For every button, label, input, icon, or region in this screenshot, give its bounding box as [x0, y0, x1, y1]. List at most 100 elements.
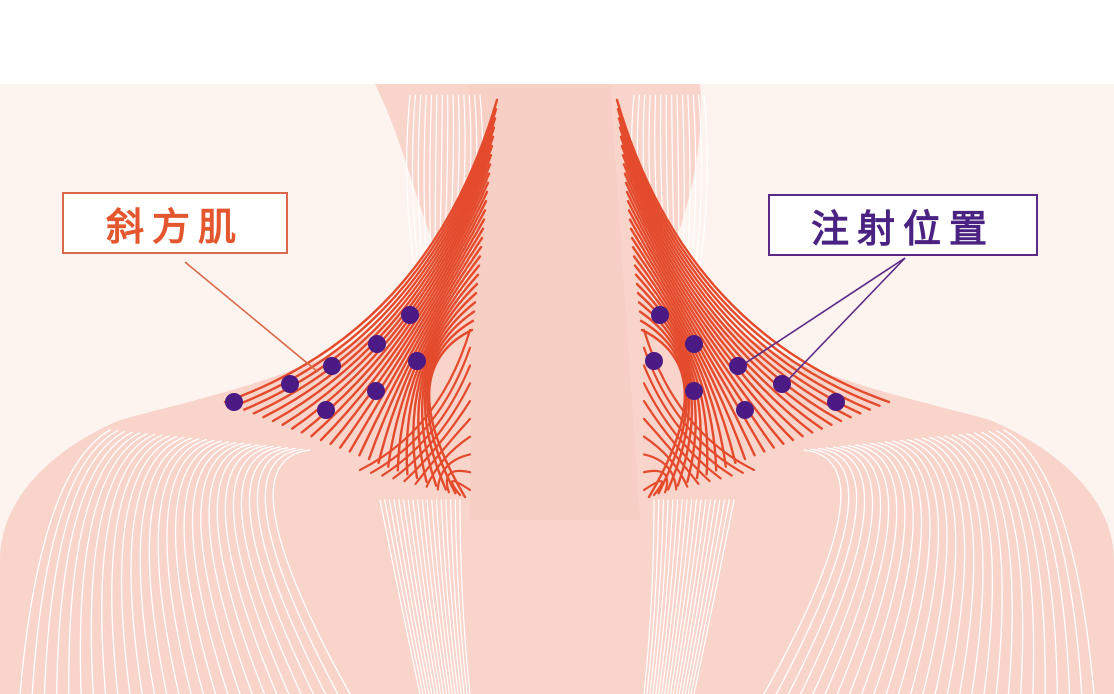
trapezius-fiber	[427, 328, 474, 499]
trapezius-fiber	[339, 209, 487, 449]
back-fiber	[646, 499, 660, 694]
trapezius-fiber	[319, 190, 489, 442]
shoulder-fiber	[884, 441, 931, 694]
shoulder-fiber	[775, 448, 850, 694]
trapezius-fiber	[618, 126, 862, 415]
shoulder-fiber	[981, 431, 1058, 694]
shoulder-fiber	[56, 431, 133, 694]
back-fiber	[379, 499, 421, 694]
trapezius-fiber	[223, 98, 499, 404]
back-fiber	[690, 499, 730, 694]
trapezius-fiber	[445, 469, 472, 494]
injection-point	[685, 382, 703, 400]
shoulder-fiber	[877, 441, 923, 694]
shoulder-fiber	[232, 445, 290, 694]
trapezius-fiber	[403, 400, 472, 483]
shoulder-fiber	[914, 438, 966, 694]
shoulder-fiber	[174, 440, 222, 694]
back-fiber	[445, 499, 462, 694]
injection-label: 注射位置	[768, 194, 1038, 256]
back-fiber	[402, 499, 436, 694]
trapezius-fiber	[262, 135, 495, 419]
shoulder-fiber	[944, 435, 1003, 694]
shoulder-fiber	[256, 447, 327, 694]
injection-point	[645, 352, 663, 370]
back-fiber	[675, 499, 707, 694]
injection-leader-line-2	[785, 257, 906, 383]
trapezius-fiber	[367, 236, 484, 461]
shoulder-fiber	[988, 430, 1071, 694]
shoulder-fiber	[824, 445, 882, 694]
shoulder-fiber	[101, 434, 163, 694]
trapezius-fiber	[622, 163, 823, 430]
shoulder-fiber	[208, 443, 253, 694]
trapezius-fiber	[329, 200, 488, 445]
shoulder-fiber	[79, 433, 148, 694]
shoulder-fiber	[929, 436, 984, 694]
back-fiber	[672, 499, 702, 694]
trapezius-fiber	[381, 364, 472, 477]
trapezius-fiber	[642, 435, 689, 488]
trapezius-fiber	[631, 246, 737, 464]
shoulder-fiber	[157, 438, 207, 694]
trapezius-fiber	[642, 364, 733, 477]
back-fiber	[440, 499, 459, 694]
back-fiber	[678, 499, 712, 694]
trapezius-fiber	[392, 382, 472, 480]
shoulder-fiber	[861, 443, 906, 694]
shoulder-fiber	[19, 429, 111, 694]
back-fiber	[407, 499, 439, 694]
back-fiber	[693, 499, 735, 694]
shoulder-fiber	[191, 441, 237, 694]
back-fiber	[388, 499, 427, 694]
trapezius-fiber	[642, 417, 700, 485]
back-fiber	[687, 499, 726, 694]
back-fiber	[412, 499, 442, 694]
shoulder-fiber	[899, 439, 948, 694]
trapezius-fiber	[252, 126, 496, 415]
trapezius-fiber	[621, 154, 833, 426]
injection-point	[685, 335, 703, 353]
injection-point	[368, 335, 386, 353]
shoulder-fiber	[120, 436, 178, 694]
injection-point	[773, 375, 791, 393]
trapezius-fiber	[616, 108, 881, 407]
muscle-label-text: 斜方肌	[105, 204, 244, 249]
shoulder-fiber	[848, 444, 898, 694]
trapezius-fiber	[310, 181, 490, 438]
trapezius-fiber	[642, 382, 722, 480]
trapezius-fiber	[623, 172, 814, 434]
trapezius-fiber	[620, 144, 843, 423]
shoulder-fiber	[936, 436, 994, 694]
injection-point	[401, 306, 419, 324]
injection-point	[651, 306, 669, 324]
leader-lines	[184, 257, 906, 383]
injection-point	[729, 357, 747, 375]
injection-point	[736, 401, 754, 419]
shoulder-fiber	[870, 442, 914, 694]
back-fiber	[663, 499, 688, 694]
back-fiber	[421, 499, 448, 694]
back-fiber	[666, 499, 693, 694]
back-fiber	[431, 499, 453, 694]
back-fiber	[435, 499, 456, 694]
shoulder-fiber	[264, 448, 339, 694]
back-fiber	[684, 499, 721, 694]
trapezius-fiber	[642, 400, 711, 483]
trapezius-fiber	[358, 328, 472, 472]
shoulder-fiber	[43, 430, 126, 694]
back-fiber	[658, 499, 679, 694]
trapezius-fiber	[625, 190, 795, 442]
shoulder-fiber	[272, 449, 351, 694]
shoulder-fiber	[907, 438, 957, 694]
injection-point	[367, 382, 385, 400]
injection-point	[408, 352, 426, 370]
back-fiber	[669, 499, 697, 694]
back-fiber	[454, 499, 468, 694]
shoulder-fiber	[166, 439, 215, 694]
shoulder-fiber	[812, 446, 874, 694]
trapezius-fiber	[642, 469, 669, 494]
injection-point	[225, 393, 243, 411]
trapezius-fiber	[358, 227, 485, 457]
